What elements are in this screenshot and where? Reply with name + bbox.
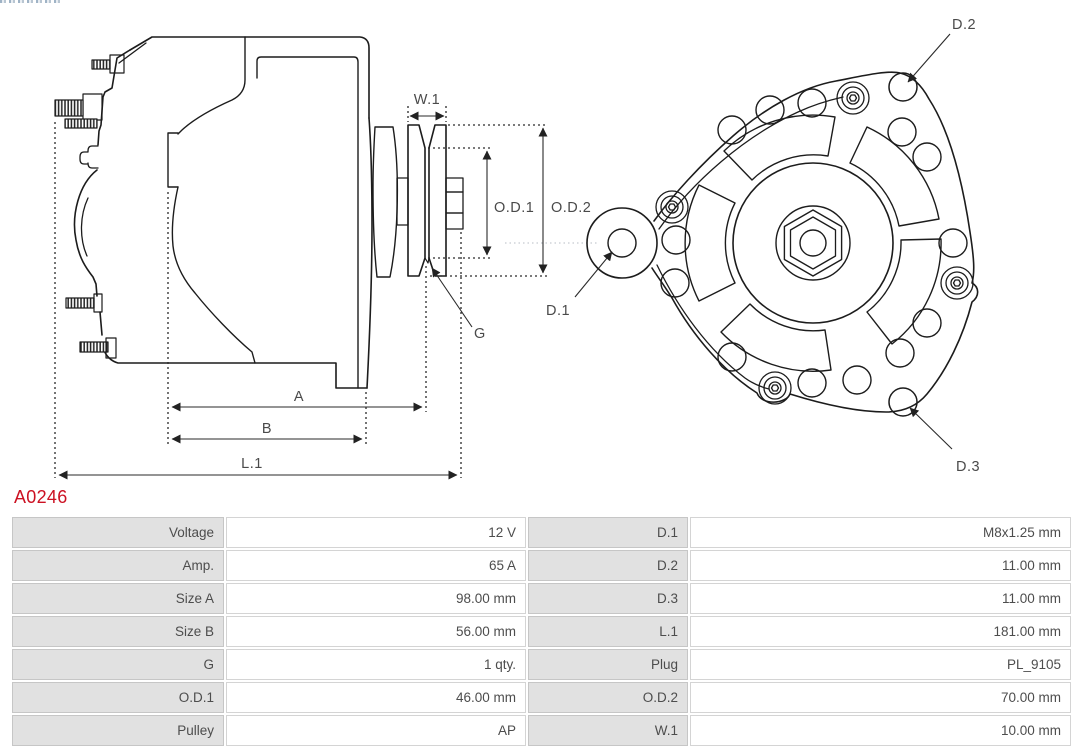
mounting-ear: [586, 207, 658, 279]
spec-value-d2: 11.00 mm: [690, 550, 1071, 581]
spec-label-d3: D.3: [528, 583, 688, 614]
shaft-nut: [445, 191, 464, 214]
leader-d1: [574, 251, 613, 298]
spec-label-voltage: Voltage: [12, 517, 224, 548]
spec-label-size-b: Size B: [12, 616, 224, 647]
spec-label-l1: L.1: [528, 616, 688, 647]
screw-top: [836, 81, 870, 115]
dimension-label-d1: D.1: [546, 303, 570, 319]
dimension-label-a: A: [294, 389, 304, 405]
shaft-end: [799, 229, 827, 257]
shaft-washer: [445, 177, 464, 193]
stud-plate-bottom: [105, 337, 117, 359]
rear-view-dimensions: [907, 33, 953, 450]
dimension-label-l1: L.1: [241, 456, 263, 472]
dimension-label-od2: O.D.2: [551, 200, 591, 216]
spec-value-d1: M8x1.25 mm: [690, 517, 1071, 548]
stud-plate-mid: [93, 293, 103, 313]
side-view-dimensions: [54, 106, 613, 480]
spec-value-w1: 10.00 mm: [690, 715, 1071, 746]
leader-d2: [907, 33, 951, 83]
spec-label-g: G: [12, 649, 224, 680]
threaded-stud-2: [54, 99, 84, 117]
side-view-drawing: [54, 36, 464, 389]
threaded-stud-3: [64, 118, 98, 129]
spec-label-od1: O.D.1: [12, 682, 224, 713]
top-left-artifact: [0, 0, 62, 3]
spec-table-left: Voltage 12 V Amp. 65 A Size A 98.00 mm S…: [12, 517, 526, 746]
screw-bottom: [758, 371, 792, 405]
alternator-technical-drawing: W.1 O.D.1 O.D.2 G A B L.1 D.1: [54, 17, 980, 480]
spec-label-plug: Plug: [528, 649, 688, 680]
screw-left: [655, 190, 689, 224]
spec-value-l1: 181.00 mm: [690, 616, 1071, 647]
spec-label-w1: W.1: [528, 715, 688, 746]
vent-holes: [660, 88, 968, 398]
spec-value-od1: 46.00 mm: [226, 682, 526, 713]
hub-outer-circle: [732, 162, 894, 324]
spec-label-d2: D.2: [528, 550, 688, 581]
spec-value-pulley: AP: [226, 715, 526, 746]
spec-value-size-a: 98.00 mm: [226, 583, 526, 614]
spec-value-g: 1 qty.: [226, 649, 526, 680]
rear-view-drawing: [586, 71, 979, 417]
pulley-left-flange: [407, 124, 426, 277]
dimension-label-g: G: [474, 326, 486, 342]
spec-value-d3: 11.00 mm: [690, 583, 1071, 614]
mounting-ear-hole-d1: [607, 228, 637, 258]
spec-value-plug: PL_9105: [690, 649, 1071, 680]
dimension-label-od1: O.D.1: [494, 200, 534, 216]
drive-hub: [372, 126, 399, 278]
spec-label-d1: D.1: [528, 517, 688, 548]
stud-hex-block: [82, 93, 103, 121]
screw-right: [940, 266, 974, 300]
spec-value-voltage: 12 V: [226, 517, 526, 548]
spec-value-amp: 65 A: [226, 550, 526, 581]
dimension-label-w1: W.1: [414, 92, 440, 108]
vent-slots: [684, 114, 942, 372]
dimension-label-d2: D.2: [952, 17, 976, 33]
threaded-stud-5: [79, 341, 109, 353]
through-bolt-screws: [655, 81, 974, 405]
spec-label-size-a: Size A: [12, 583, 224, 614]
spec-table-right: D.1 M8x1.25 mm D.2 11.00 mm D.3 11.00 mm…: [528, 517, 1071, 746]
leader-d3: [909, 407, 953, 450]
spec-value-size-b: 56.00 mm: [226, 616, 526, 647]
spec-label-pulley: Pulley: [12, 715, 224, 746]
leader-g: [431, 267, 473, 328]
mounting-hole-d3: [888, 387, 918, 417]
shaft-spacer: [396, 177, 409, 226]
mounting-hole-d2: [888, 72, 918, 102]
threaded-stud-4: [65, 297, 95, 309]
dimension-label-d3: D.3: [956, 459, 980, 475]
spec-value-od2: 70.00 mm: [690, 682, 1071, 713]
dimension-label-b: B: [262, 421, 272, 437]
spec-label-amp: Amp.: [12, 550, 224, 581]
rear-knob: [79, 145, 99, 169]
rear-housing-outline: [651, 71, 979, 413]
spec-label-od2: O.D.2: [528, 682, 688, 713]
shaft-nut-hexagon: [783, 209, 843, 277]
shaft-washer-2: [445, 212, 464, 230]
part-number: A0246: [14, 487, 68, 507]
threaded-stud-1: [91, 59, 111, 70]
